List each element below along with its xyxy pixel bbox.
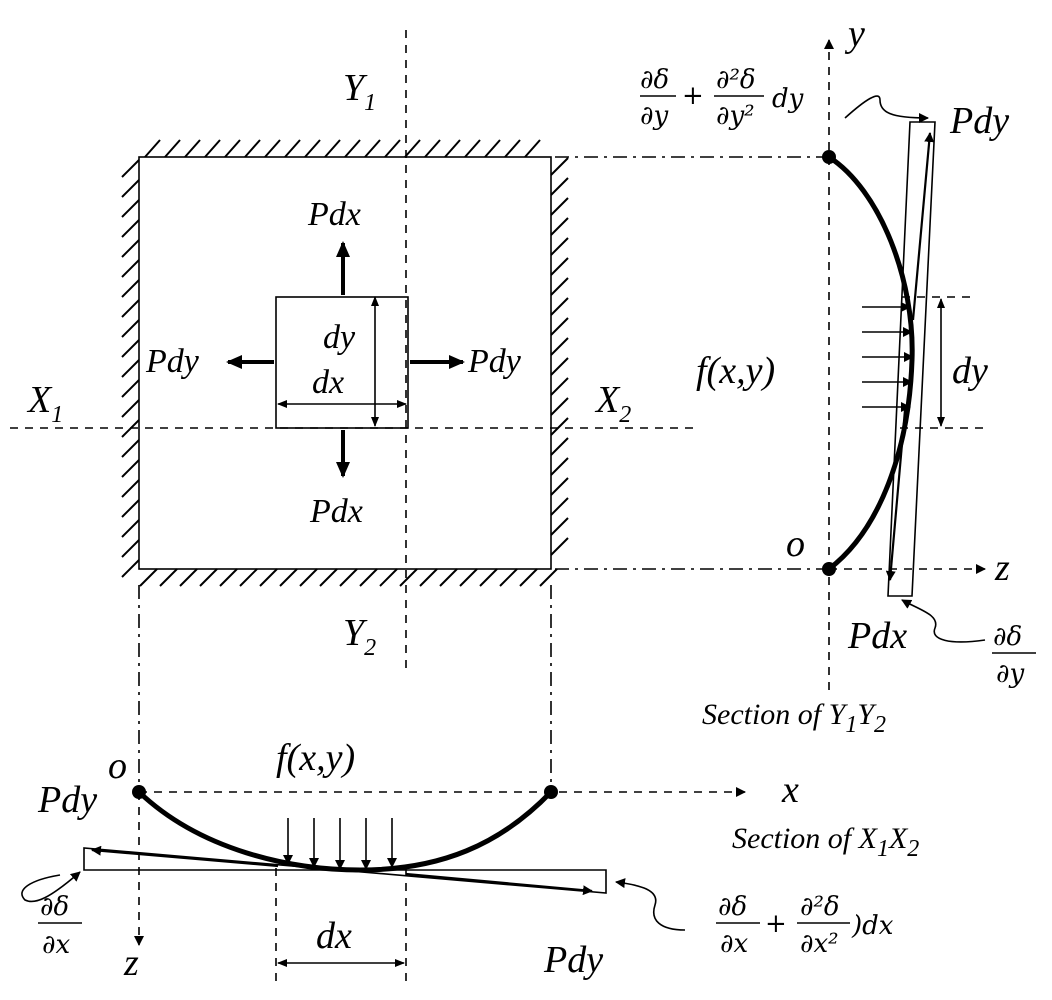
label-y-axis: y	[844, 13, 865, 55]
label-x1: X1	[26, 379, 63, 428]
label-y1: Y1	[343, 67, 376, 116]
label-fxy-bottom: f(x,y)	[276, 737, 355, 779]
plate: Y1 Y2 X1 X2 Pdx Pdx Pdy Pdy dy dx	[10, 30, 700, 670]
label-pdy-left: Pdy	[145, 343, 200, 380]
label-pdx-top: Pdx	[307, 196, 361, 233]
label-x2: X2	[594, 379, 631, 428]
label-element-dy: dy	[323, 319, 356, 356]
force-arrow-pdy-left	[91, 845, 279, 868]
svg-text:+: +	[682, 81, 704, 111]
leader-arrow-right	[615, 878, 686, 931]
label-x-axis: x	[781, 769, 799, 811]
label-pdy-right: Pdy	[467, 343, 522, 380]
plate-element	[275, 296, 409, 429]
svg-text:)dx: )dx	[851, 911, 894, 941]
label-pdy-top-right: Pdy	[949, 100, 1009, 142]
formula-slope-increment-y: ∂δ ∂y + ∂²δ ∂y² dy	[640, 65, 804, 131]
clamped-edge-hatching	[121, 139, 569, 587]
formula-slope-y: ∂δ ∂y	[992, 622, 1036, 689]
svg-text:∂y²: ∂y²	[716, 101, 755, 131]
force-arrow-pdx-bottom	[885, 409, 907, 581]
label-dy-right: dy	[952, 350, 988, 392]
formula-slope-increment-x: ∂δ ∂x + ∂²δ ∂x² )dx	[716, 892, 894, 959]
section-x1x2: x z o f(x,y) dx Pdy Pdy Section of X1X2 …	[21, 737, 919, 985]
svg-text:∂²δ: ∂²δ	[800, 892, 840, 922]
deflection-curve-y	[827, 154, 915, 571]
caption-section-y1y2: Section of Y1Y2	[702, 698, 886, 738]
leader-arrow-top	[844, 95, 929, 123]
label-element-dx: dx	[312, 364, 344, 401]
svg-text:+: +	[765, 909, 787, 939]
label-origin-right: o	[786, 523, 805, 565]
label-z-axis-bottom: z	[123, 942, 139, 984]
leader-arrow-left	[21, 871, 81, 903]
force-arrow-pdy-right	[405, 872, 593, 896]
label-pdy-bottom-right: Pdy	[543, 939, 603, 981]
svg-text:∂²δ: ∂²δ	[716, 65, 756, 95]
caption-section-x1x2: Section of X1X2	[732, 822, 919, 862]
label-pdx-bottom: Pdx	[309, 493, 363, 530]
svg-text:∂x²: ∂x²	[800, 929, 839, 959]
svg-text:∂y: ∂y	[996, 659, 1024, 689]
formula-slope-x: ∂δ ∂x	[38, 892, 82, 960]
svg-text:∂δ: ∂δ	[993, 622, 1022, 652]
label-y2: Y2	[343, 612, 376, 661]
svg-text:∂δ: ∂δ	[640, 65, 669, 95]
svg-text:∂δ: ∂δ	[40, 892, 69, 922]
section-y1y2: y z o dy f(x,y) Pdy Pdx ∂δ ∂y	[640, 13, 1036, 738]
label-pdy-bottom-left: Pdy	[37, 779, 97, 821]
svg-text:∂y: ∂y	[640, 101, 668, 131]
svg-text:∂δ: ∂δ	[718, 892, 747, 922]
label-pdx-bottom-right: Pdx	[847, 615, 907, 657]
distributed-load-x	[283, 818, 397, 870]
svg-text:∂x: ∂x	[42, 930, 70, 960]
label-dx-bottom: dx	[316, 915, 352, 957]
force-arrow-pdy-top	[911, 132, 935, 321]
label-z-axis: z	[994, 547, 1010, 589]
label-fxy-right: f(x,y)	[696, 350, 775, 392]
svg-text:∂x: ∂x	[720, 929, 748, 959]
distributed-load-y	[862, 302, 914, 412]
svg-text:dy: dy	[772, 84, 804, 114]
tangent-slab-x	[83, 847, 607, 894]
label-origin-bottom: o	[108, 745, 127, 787]
leader-arrow-bottom	[901, 599, 986, 643]
